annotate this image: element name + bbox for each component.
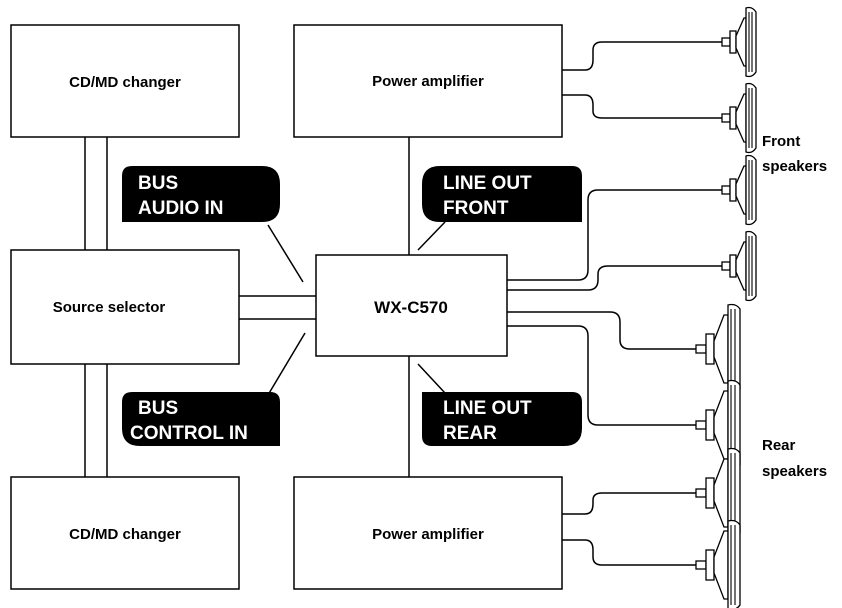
power-amplifier-rear-label: Power amplifier xyxy=(372,526,484,543)
rear-speakers xyxy=(695,303,741,608)
bus-cables xyxy=(84,137,316,477)
callout-bus-control-in-line2: CONTROL IN xyxy=(130,423,248,444)
head-unit-label: WX-C570 xyxy=(374,298,448,317)
callout-bus-audio-in-line1: BUS xyxy=(138,173,178,194)
speaker-wires xyxy=(507,41,722,566)
cd-md-changer-top-label: CD/MD changer xyxy=(69,74,181,91)
front-speaker-3-icon xyxy=(721,154,757,226)
rear-speakers-label-line1: Rear xyxy=(762,437,796,454)
front-speakers xyxy=(721,6,757,302)
cd-md-changer-bottom: CD/MD changer xyxy=(10,476,240,590)
power-amplifier-front: Power amplifier xyxy=(293,24,563,138)
front-speaker-4-icon xyxy=(721,230,757,302)
callout-line-out-rear-line1: LINE OUT xyxy=(443,398,532,419)
head-unit-box: WX-C570 xyxy=(315,254,508,357)
front-speaker-1-icon xyxy=(721,6,757,78)
callout-line-out-front: LINE OUT FRONT xyxy=(422,166,582,222)
front-speakers-label-line1: Front xyxy=(762,133,800,150)
rear-speaker-4-icon xyxy=(695,519,741,608)
callout-pointers xyxy=(267,221,446,396)
front-speaker-2-icon xyxy=(721,82,757,154)
source-selector-box: Source selector xyxy=(10,249,240,365)
callout-bus-control-in: BUS CONTROL IN xyxy=(122,392,280,446)
cd-md-changer-top: CD/MD changer xyxy=(10,24,240,138)
callout-line-out-rear: LINE OUT REAR xyxy=(422,392,582,446)
callout-bus-audio-in: BUS AUDIO IN xyxy=(122,166,280,222)
front-speakers-label: Front speakers xyxy=(762,133,827,175)
power-amplifier-front-label: Power amplifier xyxy=(372,73,484,90)
callout-line-out-front-line2: FRONT xyxy=(443,198,509,219)
power-amplifier-rear: Power amplifier xyxy=(293,476,563,590)
rear-speakers-label-line2: speakers xyxy=(762,463,827,480)
callout-line-out-front-line1: LINE OUT xyxy=(443,173,532,194)
source-selector-label: Source selector xyxy=(53,299,166,316)
rear-speakers-label: Rear speakers xyxy=(762,437,827,480)
front-speakers-label-line2: speakers xyxy=(762,158,827,175)
callout-bus-control-in-line1: BUS xyxy=(138,398,178,419)
callout-bus-audio-in-line2: AUDIO IN xyxy=(138,198,224,219)
cd-md-changer-bottom-label: CD/MD changer xyxy=(69,526,181,543)
callout-line-out-rear-line2: REAR xyxy=(443,423,497,444)
